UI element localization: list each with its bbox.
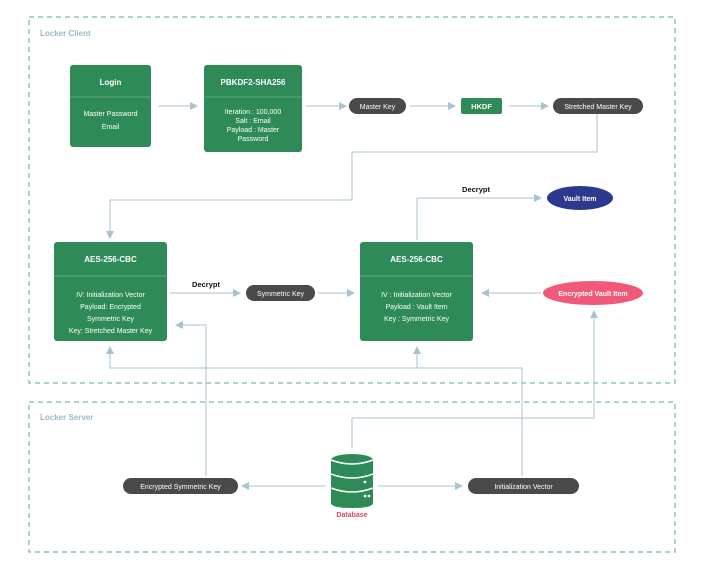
decrypt-top-label: Decrypt	[462, 185, 490, 194]
encrypted-symmetric-key-pill: Encrypted Symmetric Key	[123, 478, 238, 494]
vault-item-label: Vault Item	[563, 196, 596, 203]
encrypted-vault-item-label: Encrypted Vault Item	[558, 291, 627, 298]
stretched-master-key-label: Stretched Master Key	[564, 104, 632, 111]
symmetric-key-pill: Symmetric Key	[246, 285, 315, 301]
aes-left-box: AES-256-CBC IV: Initialization Vector Pa…	[54, 242, 167, 341]
pbkdf2-line-2: Salt : Email	[235, 118, 271, 125]
client-region-label: Locker Client	[40, 29, 91, 38]
connectors	[106, 102, 598, 490]
server-region	[28, 401, 676, 553]
aes-right-line-2: Payload : Vault Item	[385, 304, 447, 311]
stretched-master-key-pill: Stretched Master Key	[553, 98, 643, 114]
encrypted-vault-item-node: Encrypted Vault Item	[543, 281, 643, 305]
initialization-vector-label: Initialization Vector	[494, 484, 553, 491]
client-region	[28, 16, 676, 384]
login-line-1: Master Password	[83, 111, 137, 118]
pbkdf2-line-1: Iteration : 100,000	[225, 109, 282, 116]
database-icon	[330, 454, 374, 508]
vault-item-node: Vault Item	[547, 186, 613, 210]
arrow-enc-sym-key-to-aes-left	[175, 321, 207, 476]
aes-left-line-2: Payload: Encrypted	[80, 304, 141, 311]
arrow-iv-to-aes-left	[106, 346, 523, 476]
encrypted-symmetric-key-label: Encrypted Symmetric Key	[140, 484, 221, 491]
login-title: Login	[100, 78, 122, 87]
aes-left-line-1: IV: Initialization Vector	[76, 292, 145, 299]
aes-right-box: AES-256-CBC IV : Initialization Vector P…	[360, 242, 473, 341]
symmetric-key-label: Symmetric Key	[257, 291, 305, 298]
pbkdf2-box: PBKDF2-SHA256 Iteration : 100,000 Salt :…	[204, 65, 302, 152]
arrow-database-to-encrypted-vault	[351, 310, 598, 448]
decrypt-left-label: Decrypt	[192, 280, 220, 289]
login-box: Login Master Password Email	[70, 65, 151, 147]
aes-right-title: AES-256-CBC	[390, 255, 443, 264]
hkdf-box: HKDF	[461, 98, 502, 114]
database-label: Database	[336, 512, 367, 519]
master-key-label: Master Key	[360, 104, 396, 111]
arrow-aes-right-to-vault-item	[416, 194, 542, 240]
pbkdf2-line-3: Payload : Master	[227, 127, 280, 134]
aes-right-line-1: IV : Initialization Vector	[381, 292, 452, 299]
aes-left-line-3: Symmetric Key	[87, 316, 135, 323]
aes-left-line-4: Key: Stretched Master Key	[69, 328, 153, 335]
aes-left-title: AES-256-CBC	[84, 255, 137, 264]
login-line-2: Email	[102, 124, 120, 131]
pbkdf2-title: PBKDF2-SHA256	[221, 78, 286, 87]
hkdf-label: HKDF	[471, 102, 492, 111]
initialization-vector-pill: Initialization Vector	[468, 478, 579, 494]
aes-right-line-3: Key : Symmetric Key	[384, 316, 449, 323]
server-region-label: Locker Server	[40, 413, 93, 422]
master-key-pill: Master Key	[349, 98, 406, 114]
arrow-stretched-key-to-aes-left	[106, 114, 598, 239]
pbkdf2-line-4: Password	[238, 136, 269, 143]
